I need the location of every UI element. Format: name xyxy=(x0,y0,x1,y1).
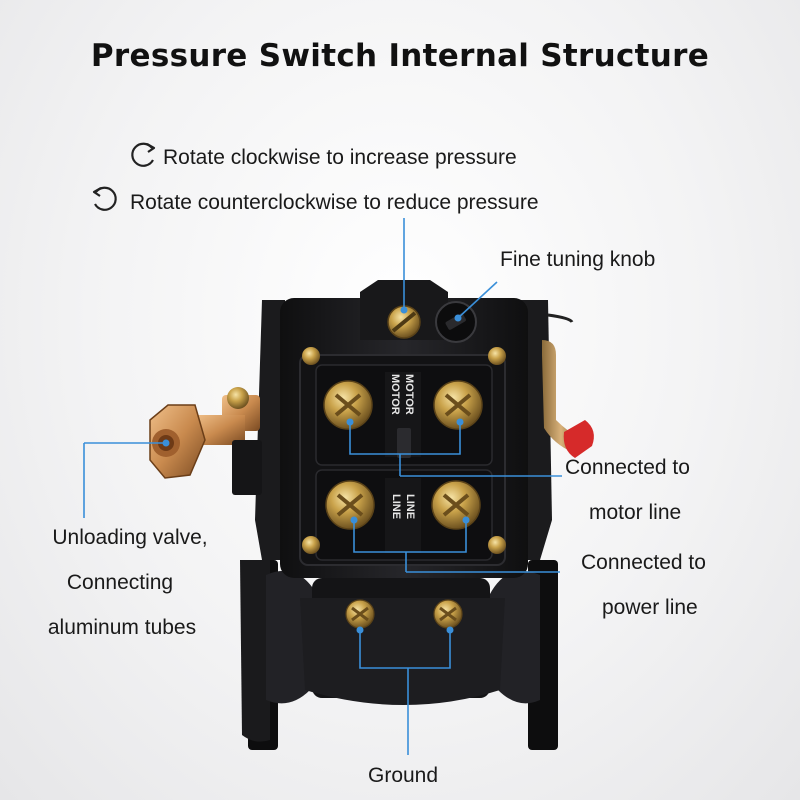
rotate-clockwise-icon xyxy=(131,142,156,167)
callout-dots xyxy=(162,306,470,634)
line-text-left: LINE xyxy=(390,494,402,519)
motor-text-left: MOTOR xyxy=(389,374,401,415)
label-unloading-valve-1: Unloading valve, xyxy=(52,526,208,549)
page-title: Pressure Switch Internal Structure xyxy=(90,38,710,74)
label-unloading-valve-2: Connecting xyxy=(66,571,174,594)
label-unloading-valve-3: aluminum tubes xyxy=(47,616,197,639)
clockwise-instruction: Rotate clockwise to increase pressure xyxy=(163,146,517,169)
rotate-counterclockwise-icon xyxy=(92,186,117,211)
label-fine-tuning-knob: Fine tuning knob xyxy=(500,248,656,271)
counterclockwise-instruction: Rotate counterclockwise to reduce pressu… xyxy=(130,191,539,214)
label-motor-line-2: motor line xyxy=(589,501,682,524)
line-terminal-screws xyxy=(325,480,481,530)
ground-screws xyxy=(345,599,463,629)
switch-tab xyxy=(397,428,411,458)
motor-terminal-screws xyxy=(323,380,483,430)
callout-lines xyxy=(83,218,562,755)
lever-arm xyxy=(542,313,594,458)
motor-text-right: MOTOR xyxy=(403,374,415,415)
label-motor-line-1: Connected to xyxy=(565,456,690,479)
label-power-line-1: Connected to xyxy=(581,551,706,574)
line-text-right: LINE xyxy=(404,494,416,519)
label-ground: Ground xyxy=(368,764,439,787)
housing-screws xyxy=(302,347,506,554)
label-power-line-2: power line xyxy=(602,596,698,619)
unloading-valve xyxy=(149,387,262,495)
